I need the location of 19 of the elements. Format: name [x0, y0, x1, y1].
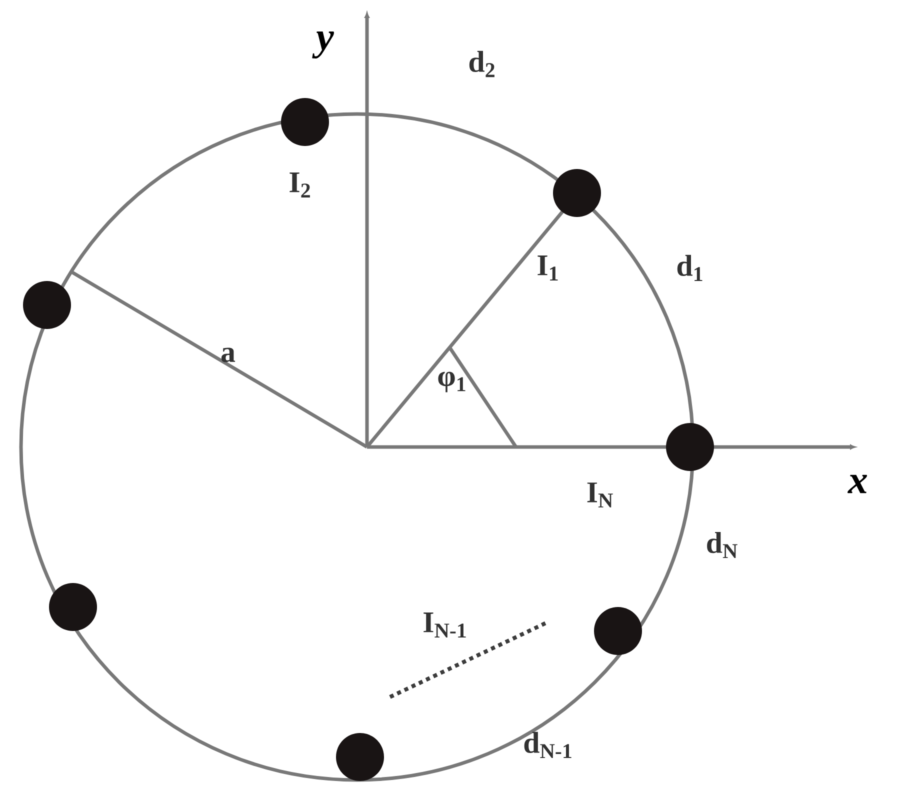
current-label: I$_{2}$ [290, 172, 310, 198]
element-dot [553, 169, 601, 217]
element-dot [666, 422, 714, 471]
current-label: I$_{N-1}$ [424, 612, 466, 638]
element-dot [49, 582, 97, 631]
element-dot [281, 98, 329, 146]
element-dot [594, 606, 642, 655]
element-dot [336, 732, 384, 781]
arc-label: d$_{N}$ [707, 532, 738, 558]
arc-label: d$_{2}$ [469, 50, 494, 78]
element-dot [23, 280, 71, 329]
arc-label: d$_{N-1}$ [524, 732, 572, 758]
arc-label: d$_{1}$ [677, 254, 702, 282]
axis-label: y [312, 32, 334, 58]
axis-label: x [848, 474, 868, 494]
current-label: I$_{N}$ [587, 482, 613, 508]
current-label: I$_{1}$ [538, 256, 558, 280]
radius-label: a [221, 348, 236, 362]
angle-label: φ$_{1}$ [438, 372, 466, 392]
